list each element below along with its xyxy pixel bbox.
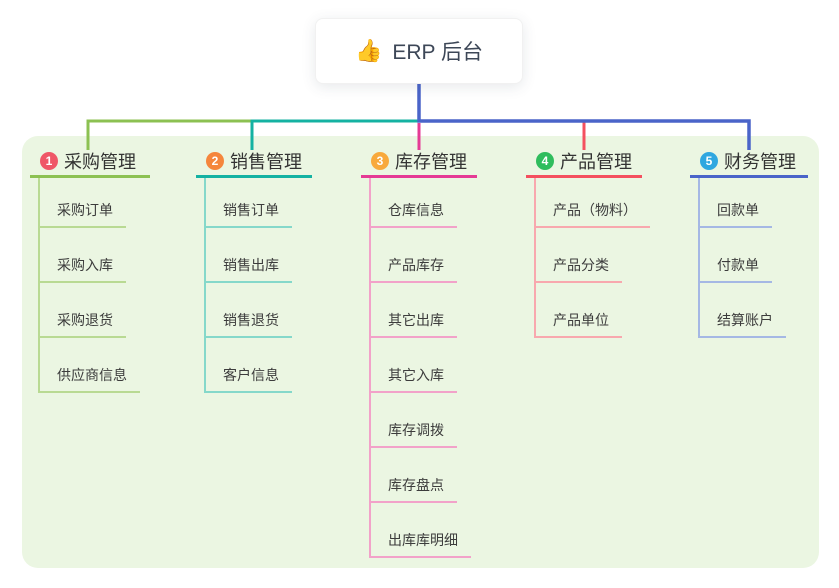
branch-label: 库存管理 <box>395 152 467 172</box>
branch-number-badge: 4 <box>536 152 554 170</box>
branch-column-inventory: 3 库存管理 仓库信息 产品库存 其它出库 其它入库 库存调拨 库存盘点 出库库… <box>361 147 477 558</box>
branch-label: 销售管理 <box>230 152 302 172</box>
child-node[interactable]: 其它入库 <box>371 338 457 393</box>
root-node[interactable]: 👍 ERP 后台 <box>315 18 523 84</box>
branch-node-purchasing[interactable]: 1 采购管理 <box>30 147 150 178</box>
branch-children: 回款单 付款单 结算账户 <box>698 178 808 338</box>
branch-number-badge: 2 <box>206 152 224 170</box>
branch-node-inventory[interactable]: 3 库存管理 <box>361 147 477 178</box>
child-node[interactable]: 产品库存 <box>371 228 457 283</box>
branch-column-sales: 2 销售管理 销售订单 销售出库 销售退货 客户信息 <box>196 147 312 393</box>
branch-label: 采购管理 <box>64 152 136 172</box>
branch-label: 财务管理 <box>724 152 796 172</box>
child-node[interactable]: 销售退货 <box>206 283 292 338</box>
child-node[interactable]: 仓库信息 <box>371 178 457 228</box>
branch-children: 产品（物料） 产品分类 产品单位 <box>534 178 650 338</box>
branch-children: 销售订单 销售出库 销售退货 客户信息 <box>204 178 312 393</box>
branch-node-finance[interactable]: 5 财务管理 <box>690 147 808 178</box>
root-node-label: ERP 后台 <box>392 41 484 64</box>
branch-label: 产品管理 <box>560 152 632 172</box>
child-node[interactable]: 库存调拨 <box>371 393 457 448</box>
child-node[interactable]: 产品（物料） <box>536 178 650 228</box>
child-node[interactable]: 产品单位 <box>536 283 622 338</box>
child-node[interactable]: 采购订单 <box>40 178 126 228</box>
child-node[interactable]: 销售出库 <box>206 228 292 283</box>
child-node[interactable]: 付款单 <box>700 228 772 283</box>
child-node[interactable]: 库存盘点 <box>371 448 457 503</box>
branch-node-sales[interactable]: 2 销售管理 <box>196 147 312 178</box>
branch-column-product: 4 产品管理 产品（物料） 产品分类 产品单位 <box>526 147 650 338</box>
branch-number-badge: 5 <box>700 152 718 170</box>
thumbs-up-icon: 👍 <box>354 38 383 63</box>
child-node[interactable]: 客户信息 <box>206 338 292 393</box>
branch-column-finance: 5 财务管理 回款单 付款单 结算账户 <box>690 147 808 338</box>
branch-children: 仓库信息 产品库存 其它出库 其它入库 库存调拨 库存盘点 出库库明细 <box>369 178 477 558</box>
child-node[interactable]: 采购入库 <box>40 228 126 283</box>
branch-column-purchasing: 1 采购管理 采购订单 采购入库 采购退货 供应商信息 <box>30 147 150 393</box>
child-node[interactable]: 出库库明细 <box>371 503 471 558</box>
child-node[interactable]: 结算账户 <box>700 283 786 338</box>
child-node[interactable]: 供应商信息 <box>40 338 140 393</box>
branches-panel <box>22 136 819 568</box>
child-node[interactable]: 回款单 <box>700 178 772 228</box>
child-node[interactable]: 销售订单 <box>206 178 292 228</box>
branch-number-badge: 1 <box>40 152 58 170</box>
child-node[interactable]: 采购退货 <box>40 283 126 338</box>
child-node[interactable]: 产品分类 <box>536 228 622 283</box>
child-node[interactable]: 其它出库 <box>371 283 457 338</box>
branch-children: 采购订单 采购入库 采购退货 供应商信息 <box>38 178 150 393</box>
branch-number-badge: 3 <box>371 152 389 170</box>
branch-node-product[interactable]: 4 产品管理 <box>526 147 642 178</box>
